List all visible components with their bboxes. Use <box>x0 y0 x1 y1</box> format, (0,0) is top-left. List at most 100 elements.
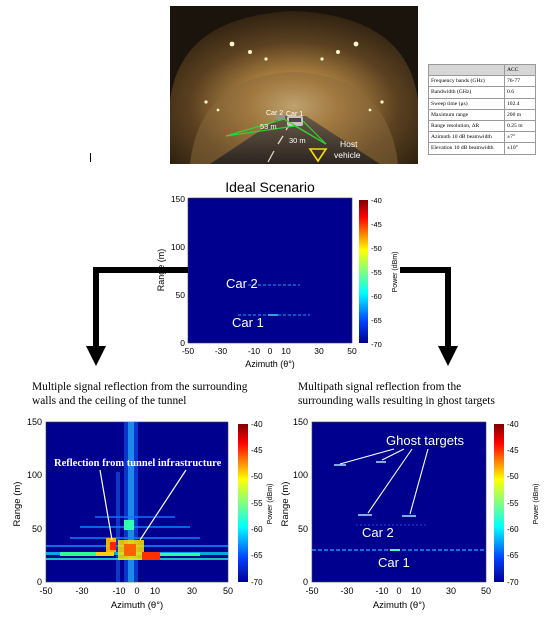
right-xtick-10: 10 <box>411 586 421 596</box>
right-xtick-n10: -10 <box>375 586 388 596</box>
left-caption: Multiple signal reflection from the surr… <box>32 380 282 408</box>
ideal-xtick-10: 10 <box>281 346 291 356</box>
photo-distance-30: 30 m <box>289 136 306 145</box>
ideal-plot: Car 2 Car 1 0 50 100 150 -50 -30 -10 0 1… <box>156 194 399 369</box>
left-cbtick-70: -70 <box>251 578 263 587</box>
ideal-cbtick-40: -40 <box>371 196 382 205</box>
right-cbtick-40: -40 <box>507 420 519 429</box>
tunnel-photo-drawing: Car 2 Car 1 53 m 30 m Host vehicle <box>170 6 418 164</box>
spec-value-cell: ±7° <box>504 131 536 144</box>
right-plot-annotation: Ghost targets <box>386 433 465 448</box>
right-car2-label: Car 2 <box>362 525 394 540</box>
right-cbtick-55: -55 <box>507 499 519 508</box>
spec-table-header: ACC <box>428 63 536 77</box>
left-ylabel: Range (m) <box>12 482 23 527</box>
ideal-xtick-n30: -30 <box>215 346 228 356</box>
right-arrow-shaft <box>400 267 451 350</box>
right-xlabel: Azimuth (θ°) <box>373 600 425 611</box>
ideal-ytick-0: 0 <box>180 338 185 348</box>
left-xtick-n10: -10 <box>112 586 125 596</box>
left-xtick-0: 0 <box>134 586 139 596</box>
left-ytick-0: 0 <box>37 577 42 587</box>
left-plot: Reflection from tunnel infrastructure 0 … <box>12 417 274 611</box>
left-plot-annotation: Reflection from tunnel infrastructure <box>54 458 222 469</box>
ideal-xlabel: Azimuth (θ°) <box>245 359 295 369</box>
right-xtick-0: 0 <box>396 586 401 596</box>
photo-host-label-2: vehicle <box>334 150 361 160</box>
spec-table-row: Bandwidth (GHz)0.6 <box>428 86 536 99</box>
ideal-cbtick-50: -50 <box>371 244 382 253</box>
right-xtick-50: 50 <box>481 586 491 596</box>
left-xtick-10: 10 <box>150 586 160 596</box>
spec-table-row: Elevation 10 dB beamwidth±10° <box>428 142 536 155</box>
ghost-pointer-lines <box>339 448 429 515</box>
photo-host-label-1: Host <box>340 139 358 149</box>
right-cbtick-60: -60 <box>507 525 519 534</box>
ideal-xtick-n50: -50 <box>182 346 195 356</box>
photo-car1-label: Car 1 <box>286 111 303 118</box>
left-ytick-100: 100 <box>27 470 42 480</box>
right-plot: Ghost targets Car 2 Car 1 0 50 100 150 -… <box>280 417 540 611</box>
right-cbtick-70: -70 <box>507 578 519 587</box>
right-caption: Multipath signal reflection from the sur… <box>298 380 543 408</box>
ideal-plot-area <box>187 197 353 344</box>
left-xlabel: Azimuth (θ°) <box>111 600 163 611</box>
ideal-cbtick-70: -70 <box>371 340 382 349</box>
ideal-xtick-0: 0 <box>268 346 273 356</box>
right-xtick-30: 30 <box>446 586 456 596</box>
right-ytick-50: 50 <box>298 524 308 534</box>
ideal-xtick-n10: -10 <box>248 346 261 356</box>
left-colorbar-label: Power (dBm) <box>267 484 274 525</box>
photo-car2-label: Car 2 <box>266 110 283 117</box>
ideal-cbtick-60: -60 <box>371 292 382 301</box>
ideal-xtick-50: 50 <box>347 346 357 356</box>
left-cbtick-60: -60 <box>251 525 263 534</box>
tunnel-photo: Car 2 Car 1 53 m 30 m Host vehicle <box>170 6 418 164</box>
right-ylabel: Range (m) <box>280 482 291 527</box>
spec-param-cell: Elevation 10 dB beamwidth <box>428 142 505 155</box>
left-cbtick-65: -65 <box>251 551 263 560</box>
spec-value-cell: 0.25 m <box>504 119 536 133</box>
right-cbtick-65: -65 <box>507 551 519 560</box>
right-plot-area <box>311 421 487 583</box>
left-xtick-30: 30 <box>187 586 197 596</box>
flow-arrows <box>86 267 458 366</box>
right-caption-line-1: Multipath signal reflection from the <box>298 381 462 393</box>
ideal-cbtick-65: -65 <box>371 316 382 325</box>
right-caption-line-2: surrounding walls resulting in ghost tar… <box>298 395 495 407</box>
left-cbtick-50: -50 <box>251 472 263 481</box>
left-arrow-head <box>86 346 106 366</box>
right-xtick-n50: -50 <box>305 586 318 596</box>
left-caption-line-2: walls and the ceiling of the tunnel <box>32 395 187 407</box>
ideal-cbtick-45: -45 <box>371 220 382 229</box>
left-colorbar <box>238 424 248 582</box>
ideal-car2-label: Car 2 <box>226 276 258 291</box>
left-xtick-n50: -50 <box>39 586 52 596</box>
left-cbtick-55: -55 <box>251 499 263 508</box>
ideal-xtick-30: 30 <box>314 346 324 356</box>
photo-distance-53: 53 m <box>260 122 277 131</box>
ideal-plot-title: Ideal Scenario <box>225 179 315 195</box>
right-ytick-150: 150 <box>293 417 308 427</box>
right-colorbar-label: Power (dBm) <box>533 484 540 525</box>
ideal-ytick-100: 100 <box>171 242 185 252</box>
text-cursor-mark <box>90 153 91 162</box>
right-cbtick-45: -45 <box>507 446 519 455</box>
left-xtick-50: 50 <box>223 586 233 596</box>
spec-table-row: Azimuth 10 dB beamwidth±7° <box>428 131 536 144</box>
right-ytick-0: 0 <box>303 577 308 587</box>
left-annotation-line-1 <box>99 469 113 541</box>
right-arrow-head <box>438 346 458 366</box>
left-cbtick-45: -45 <box>251 446 263 455</box>
left-caption-line-1: Multiple signal reflection from the surr… <box>32 381 248 393</box>
left-xtick-n30: -30 <box>75 586 88 596</box>
right-car1-label: Car 1 <box>378 555 410 570</box>
spec-value-cell: ±10° <box>504 142 536 155</box>
left-cbtick-40: -40 <box>251 420 263 429</box>
left-ytick-150: 150 <box>27 417 42 427</box>
ideal-ytick-50: 50 <box>176 290 186 300</box>
ideal-ytick-150: 150 <box>171 194 185 204</box>
